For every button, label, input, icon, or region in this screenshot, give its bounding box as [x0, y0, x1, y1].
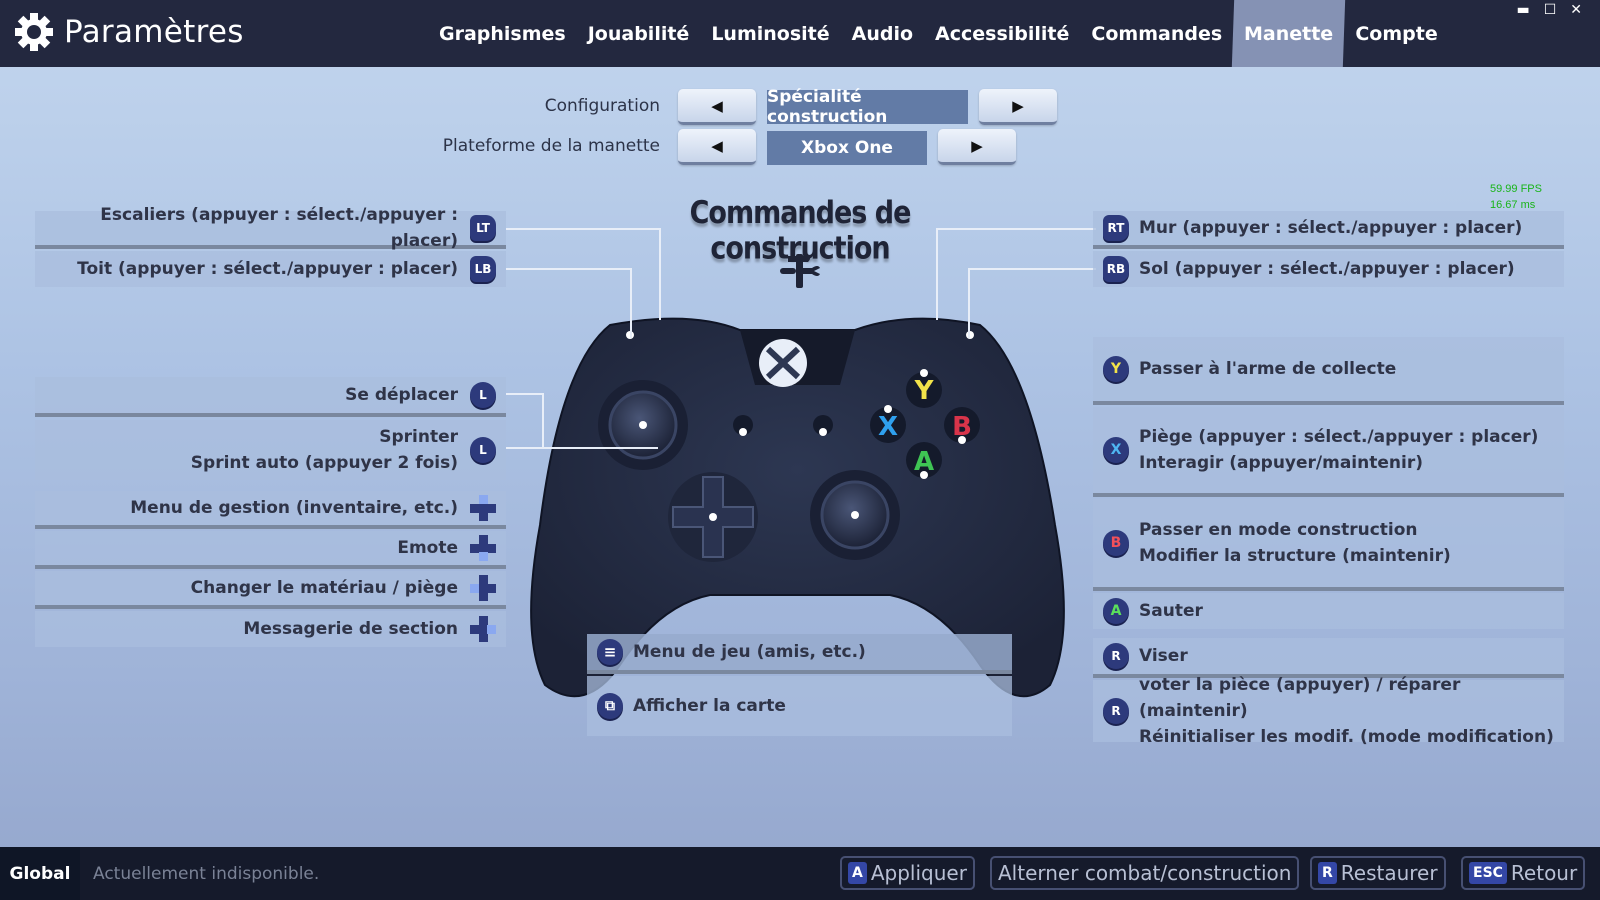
- binding-left-stick[interactable]: Se déplacer L: [35, 377, 506, 417]
- svg-text:B: B: [952, 412, 972, 442]
- right-stick-icon: R: [1103, 643, 1129, 669]
- global-label: Global: [0, 847, 80, 900]
- hammer-wrench-icon: [780, 254, 820, 288]
- left-stick-click-icon: L: [470, 437, 496, 463]
- toggle-combat-build-button[interactable]: Alterner combat/construction: [990, 856, 1300, 890]
- page-title: Paramètres: [64, 14, 244, 50]
- settings-header: Paramètres: [14, 12, 244, 52]
- svg-text:A: A: [914, 447, 934, 477]
- right-stick-click-icon: R: [1103, 698, 1129, 724]
- a-button-icon: A: [1103, 598, 1129, 624]
- fps-counter: 59.99 FPS 16.67 ms: [1490, 183, 1542, 211]
- dpad-right-icon: [470, 616, 496, 642]
- binding-lt[interactable]: Escaliers (appuyer : sélect./appuyer : p…: [35, 205, 506, 251]
- y-button-icon: Y: [1103, 356, 1129, 382]
- apply-button[interactable]: A Appliquer: [840, 856, 975, 890]
- configuration-next-button[interactable]: ▶: [979, 89, 1057, 125]
- back-button[interactable]: ESC Retour: [1461, 856, 1586, 890]
- menu-button-icon: ≡: [597, 639, 623, 665]
- binding-dpad-down[interactable]: Emote: [35, 531, 506, 569]
- rb-button-icon: RB: [1103, 256, 1129, 282]
- gear-icon: [15, 13, 53, 51]
- leader-line: [506, 268, 632, 338]
- leader-line: [968, 268, 1096, 338]
- a-key-icon: A: [848, 862, 867, 884]
- binding-x[interactable]: X Piège (appuyer : sélect./appuyer : pla…: [1093, 407, 1564, 497]
- binding-right-stick-click[interactable]: R voter la pièce (appuyer) / réparer (ma…: [1093, 675, 1564, 747]
- tab-audio[interactable]: Audio: [851, 22, 914, 45]
- leader-line: [506, 228, 661, 320]
- tab-compte[interactable]: Compte: [1355, 22, 1438, 45]
- configuration-label: Configuration: [544, 96, 660, 116]
- binding-rb[interactable]: RB Sol (appuyer : sélect./appuyer : plac…: [1093, 251, 1564, 287]
- binding-dpad-up[interactable]: Menu de gestion (inventaire, etc.): [35, 491, 506, 529]
- platform-prev-button[interactable]: ◀: [678, 129, 756, 165]
- dpad-down-icon: [470, 535, 496, 561]
- svg-text:Y: Y: [914, 376, 935, 406]
- lt-button-icon: LT: [470, 215, 496, 241]
- minimize-button[interactable]: ▬: [1516, 2, 1530, 18]
- rt-button-icon: RT: [1103, 215, 1129, 241]
- status-text: Actuellement indisponible.: [93, 863, 320, 884]
- platform-label: Plateforme de la manette: [442, 136, 660, 156]
- tab-accessibilite[interactable]: Accessibilité: [935, 22, 1070, 45]
- dpad-left-icon: [470, 575, 496, 601]
- configuration-value: Spécialité construction: [767, 87, 968, 127]
- x-button-icon: X: [1103, 437, 1129, 463]
- binding-b[interactable]: B Passer en mode construction Modifier l…: [1093, 499, 1564, 591]
- tab-jouabilite[interactable]: Jouabilité: [587, 22, 690, 45]
- close-button[interactable]: ✕: [1570, 2, 1582, 18]
- tab-manette[interactable]: Manette: [1231, 0, 1346, 67]
- configuration-prev-button[interactable]: ◀: [678, 89, 756, 125]
- b-button-icon: B: [1103, 530, 1129, 556]
- leader-line: [506, 447, 658, 449]
- platform-next-button[interactable]: ▶: [938, 129, 1016, 165]
- binding-dpad-left[interactable]: Changer le matériau / piège: [35, 571, 506, 609]
- settings-tabs: Graphismes Jouabilité Luminosité Audio A…: [428, 0, 1449, 67]
- binding-y[interactable]: Y Passer à l'arme de collecte: [1093, 337, 1564, 405]
- xbox-controller-illustration: Y X B A: [530, 317, 1065, 698]
- esc-key-icon: ESC: [1469, 862, 1507, 884]
- r-key-icon: R: [1318, 862, 1337, 884]
- restore-button[interactable]: R Restaurer: [1310, 856, 1446, 890]
- binding-right-stick[interactable]: R Viser: [1093, 638, 1564, 678]
- binding-left-stick-click[interactable]: Sprinter Sprint auto (appuyer 2 fois) L: [35, 420, 506, 480]
- tab-luminosite[interactable]: Luminosité: [711, 22, 830, 45]
- binding-lb[interactable]: Toit (appuyer : sélect./appuyer : placer…: [35, 251, 506, 287]
- dpad-up-icon: [470, 495, 496, 521]
- left-stick-icon: L: [470, 382, 496, 408]
- tab-commandes[interactable]: Commandes: [1091, 22, 1223, 45]
- view-button-icon: ⧉: [597, 693, 623, 719]
- footer-bar: Global Actuellement indisponible. A Appl…: [0, 847, 1600, 900]
- platform-value: Xbox One: [767, 131, 927, 165]
- leader-line: [936, 228, 1096, 320]
- binding-a[interactable]: A Sauter: [1093, 593, 1564, 629]
- tab-graphismes[interactable]: Graphismes: [439, 22, 566, 45]
- binding-menu[interactable]: ≡ Menu de jeu (amis, etc.): [587, 634, 1012, 674]
- top-bar: Paramètres Graphismes Jouabilité Luminos…: [0, 0, 1600, 67]
- lb-button-icon: LB: [470, 256, 496, 282]
- window-controls: ▬ ☐ ✕: [1516, 2, 1582, 18]
- maximize-button[interactable]: ☐: [1543, 2, 1557, 18]
- leader-line: [506, 393, 544, 447]
- svg-text:X: X: [878, 412, 898, 442]
- binding-view[interactable]: ⧉ Afficher la carte: [587, 676, 1012, 736]
- binding-rt[interactable]: RT Mur (appuyer : sélect./appuyer : plac…: [1093, 211, 1564, 249]
- binding-dpad-right[interactable]: Messagerie de section: [35, 611, 506, 647]
